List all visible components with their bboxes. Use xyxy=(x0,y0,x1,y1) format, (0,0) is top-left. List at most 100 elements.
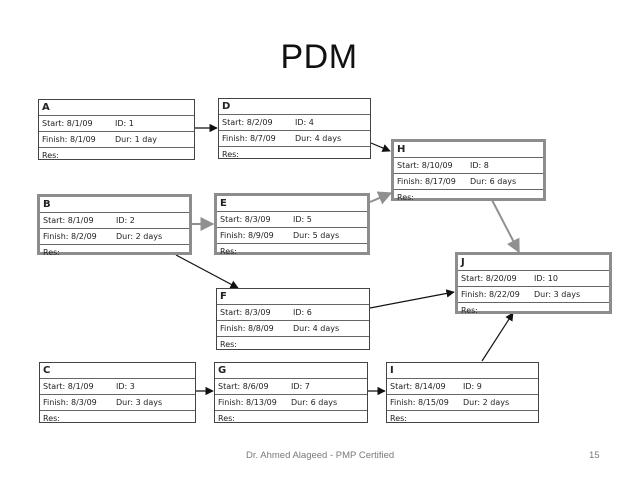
finish-label: Finish: xyxy=(218,398,244,407)
node-h-dur: 6 days xyxy=(489,177,517,186)
footer-author: Dr. Ahmed Alageed - PMP Certified xyxy=(246,450,395,461)
id-label: ID: xyxy=(295,118,307,127)
node-d-finish: 8/7/09 xyxy=(250,134,276,143)
dur-label: Dur: xyxy=(115,135,133,144)
dur-label: Dur: xyxy=(293,324,311,333)
node-i-name: I xyxy=(387,363,538,379)
node-j-finish: 8/22/09 xyxy=(489,290,520,299)
start-label: Start: xyxy=(220,215,243,224)
finish-label: Finish: xyxy=(220,231,246,240)
node-d-dur: 4 days xyxy=(314,134,342,143)
start-label: Start: xyxy=(43,382,66,391)
arrow-i-to-j xyxy=(481,312,514,362)
node-h-start: 8/10/09 xyxy=(421,161,453,170)
res-label: Res: xyxy=(461,306,478,315)
dur-label: Dur: xyxy=(470,177,488,186)
node-c-id: 3 xyxy=(129,382,135,391)
arrow-b-to-f xyxy=(175,254,239,289)
res-label: Res: xyxy=(42,151,59,160)
dur-label: Dur: xyxy=(291,398,309,407)
node-b-id: 2 xyxy=(129,216,135,225)
node-g-name: G xyxy=(215,363,367,379)
node-c-finish: 8/3/09 xyxy=(71,398,97,407)
arrow-e-to-h xyxy=(369,191,393,205)
node-g-id: 7 xyxy=(304,382,310,391)
id-label: ID: xyxy=(291,382,303,391)
id-label: ID: xyxy=(115,119,127,128)
node-j-start: 8/20/09 xyxy=(485,274,517,283)
id-label: ID: xyxy=(534,274,546,283)
node-b-name: B xyxy=(40,197,189,213)
node-f-name: F xyxy=(217,289,369,305)
node-a-name: A xyxy=(39,100,194,116)
dur-label: Dur: xyxy=(116,232,134,241)
arrow-f-to-j xyxy=(369,289,455,309)
res-label: Res: xyxy=(43,414,60,423)
res-label: Res: xyxy=(220,247,237,256)
res-label: Res: xyxy=(220,340,237,349)
node-e-start: 8/3/09 xyxy=(244,215,271,224)
node-b-dur: 2 days xyxy=(135,232,163,241)
start-label: Start: xyxy=(461,274,484,283)
id-label: ID: xyxy=(293,308,305,317)
id-label: ID: xyxy=(463,382,475,391)
start-label: Start: xyxy=(397,161,420,170)
node-f-start: 8/3/09 xyxy=(244,308,271,317)
page-number: 15 xyxy=(589,450,600,461)
start-label: Start: xyxy=(390,382,413,391)
node-i-start: 8/14/09 xyxy=(414,382,446,391)
slide-title: PDM xyxy=(280,38,358,76)
node-d-id: 4 xyxy=(308,118,314,127)
dur-label: Dur: xyxy=(293,231,311,240)
start-label: Start: xyxy=(43,216,66,225)
res-label: Res: xyxy=(390,414,407,423)
node-a-dur: 1 day xyxy=(134,135,157,144)
node-h-id: 8 xyxy=(483,161,489,170)
node-a-id: 1 xyxy=(128,119,134,128)
node-b-finish: 8/2/09 xyxy=(71,232,97,241)
start-label: Start: xyxy=(222,118,245,127)
arrow-h-to-j xyxy=(491,199,520,254)
node-b-start: 8/1/09 xyxy=(67,216,94,225)
finish-label: Finish: xyxy=(43,398,69,407)
finish-label: Finish: xyxy=(42,135,68,144)
node-c-name: C xyxy=(40,363,195,379)
node-a-finish: 8/1/09 xyxy=(70,135,96,144)
node-j-name: J xyxy=(458,255,609,271)
node-h-name: H xyxy=(394,142,543,158)
node-e-id: 5 xyxy=(306,215,312,224)
id-label: ID: xyxy=(116,216,128,225)
start-label: Start: xyxy=(220,308,243,317)
node-f-dur: 4 days xyxy=(312,324,340,333)
arrow-d-to-h xyxy=(370,142,391,152)
node-e-finish: 8/9/09 xyxy=(248,231,274,240)
node-g-start: 8/6/09 xyxy=(242,382,269,391)
node-h-finish: 8/17/09 xyxy=(425,177,456,186)
node-j-id: 10 xyxy=(547,274,558,283)
res-label: Res: xyxy=(218,414,235,423)
node-g-finish: 8/13/09 xyxy=(246,398,277,407)
res-label: Res: xyxy=(397,193,414,202)
id-label: ID: xyxy=(116,382,128,391)
finish-label: Finish: xyxy=(461,290,487,299)
finish-label: Finish: xyxy=(222,134,248,143)
res-label: Res: xyxy=(43,248,60,257)
node-j-dur: 3 days xyxy=(553,290,581,299)
res-label: Res: xyxy=(222,150,239,159)
finish-label: Finish: xyxy=(43,232,69,241)
node-i-id: 9 xyxy=(476,382,482,391)
node-d-name: D xyxy=(219,99,370,115)
finish-label: Finish: xyxy=(397,177,423,186)
node-g-dur: 6 days xyxy=(310,398,338,407)
node-a-start: 8/1/09 xyxy=(66,119,93,128)
node-i-finish: 8/15/09 xyxy=(418,398,449,407)
node-c-dur: 3 days xyxy=(135,398,163,407)
